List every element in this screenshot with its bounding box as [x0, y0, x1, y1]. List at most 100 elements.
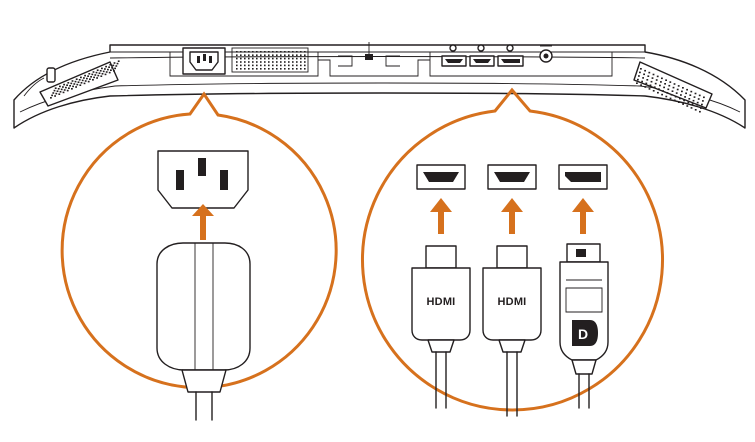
vent-slot: [260, 51, 262, 53]
vent-slot: [680, 94, 682, 96]
vent-slot: [682, 103, 684, 105]
monitor-displayport-icon: [497, 44, 524, 67]
vent-slot: [640, 84, 642, 86]
vent-slot: [268, 64, 270, 67]
vent-slot: [659, 84, 661, 87]
vent-slot: [300, 57, 302, 60]
displayport-logo-letter: D: [578, 326, 588, 342]
vent-slot: [296, 54, 298, 56]
vent-slot: [280, 61, 282, 63]
vent-slot: [91, 73, 94, 76]
vent-slot: [252, 51, 254, 53]
vent-slot: [296, 61, 298, 63]
vent-slot: [272, 61, 274, 63]
vent-slot: [248, 54, 250, 56]
vent-slot: [92, 71, 95, 73]
vent-slot: [662, 90, 664, 92]
vent-slot: [276, 57, 278, 60]
vent-slot: [81, 79, 84, 82]
vent-slot: [284, 57, 286, 60]
vent-slot: [643, 73, 645, 76]
vent-slot: [54, 87, 57, 89]
vent-slot: [98, 72, 101, 74]
vent-slot: [244, 68, 246, 70]
vent-slot: [260, 57, 262, 60]
vent-slot: [304, 54, 306, 56]
vent-slot: [244, 51, 246, 53]
vent-slot: [697, 98, 700, 100]
vent-slot: [97, 74, 100, 77]
vent-slot: [55, 92, 58, 95]
displayport-cable-icon: D: [559, 243, 609, 409]
vent-slot: [56, 90, 59, 92]
vent-slot: [304, 61, 306, 63]
vent-slot: [296, 64, 298, 67]
vent-slot: [95, 71, 98, 74]
vent-slot: [87, 75, 89, 77]
vent-slot: [100, 75, 103, 77]
vent-slot: [84, 74, 86, 77]
vent-slot: [75, 86, 77, 88]
vent-slot: [80, 76, 82, 79]
vent-slot: [644, 86, 647, 88]
vent-slot: [304, 51, 306, 53]
vent-slot: [113, 70, 115, 72]
vent-slot: [272, 68, 274, 70]
vent-slot: [690, 90, 693, 93]
vent-slot: [276, 54, 278, 56]
vent-slot: [96, 77, 98, 79]
vent-slot: [683, 99, 685, 102]
vent-slot: [280, 68, 282, 70]
vent-slot: [264, 51, 266, 53]
vent-slot: [69, 85, 71, 87]
vent-slot: [248, 51, 250, 53]
vent-slot: [74, 80, 77, 83]
vent-slot: [689, 94, 692, 96]
vent-slot: [236, 51, 238, 53]
vent-slot: [288, 61, 290, 63]
power-button-icon: [46, 67, 56, 83]
vent-slot: [656, 75, 659, 78]
vent-slot: [240, 68, 242, 70]
vent-slot: [59, 85, 61, 88]
vent-slot: [653, 86, 656, 88]
vent-slot: [116, 62, 119, 65]
vent-slot: [292, 64, 294, 67]
vent-slot: [92, 79, 94, 81]
hdmi-1-arrow-icon: [430, 198, 452, 234]
vent-slot: [240, 51, 242, 53]
vent-slot: [50, 97, 52, 99]
vent-slot: [685, 92, 687, 95]
vent-slot: [702, 100, 704, 102]
vent-slot: [236, 54, 238, 56]
vent-slot: [264, 57, 266, 60]
vent-slot: [284, 68, 286, 70]
vent-slot: [83, 77, 85, 79]
vent-slot: [684, 96, 686, 98]
vent-slot: [57, 88, 60, 90]
vent-slot: [280, 64, 282, 67]
vent-slot: [671, 90, 674, 92]
displayport-icon: [558, 164, 608, 190]
vent-slot: [648, 71, 651, 74]
vent-slot: [96, 69, 99, 71]
vent-slot: [264, 54, 266, 56]
vent-slot: [75, 78, 78, 80]
hdmi-port-2-icon: [487, 164, 537, 190]
vent-slot: [647, 75, 650, 77]
vent-slot: [677, 85, 680, 87]
vent-slot: [693, 96, 696, 98]
vent-slot: [244, 54, 246, 56]
vent-slot: [240, 57, 242, 60]
vent-slot: [673, 83, 676, 85]
monitor-grille-icon: [231, 47, 309, 73]
vent-slot: [70, 82, 73, 85]
vent-slot: [264, 64, 266, 67]
vent-slot: [663, 86, 665, 89]
monitor-hdmi-port-2-icon: [469, 44, 495, 67]
vent-slot: [669, 81, 672, 83]
vent-slot: [110, 69, 112, 71]
hdmi-port-icon: [416, 164, 466, 190]
displayport-arrow-icon: [572, 198, 594, 234]
